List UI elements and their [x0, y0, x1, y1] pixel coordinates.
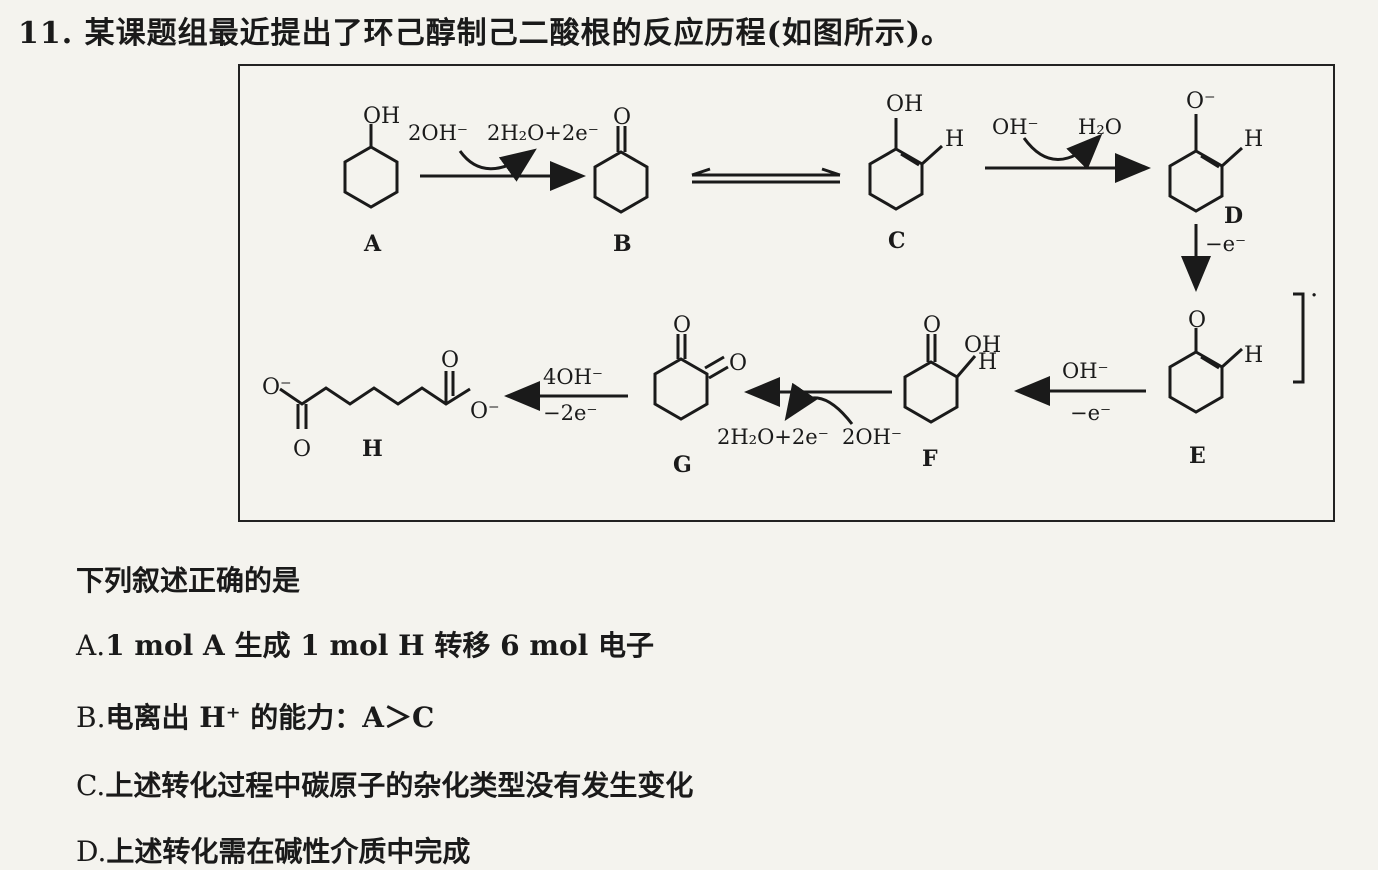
compound-f-h-label: H — [978, 350, 997, 375]
option-d-text: 上述转化需在碱性介质中完成 — [106, 835, 471, 868]
compound-f-label: F — [922, 446, 938, 472]
compound-h-structure — [279, 371, 471, 429]
compound-h-o-minus-left-label: O⁻ — [262, 375, 292, 400]
compound-b-structure — [593, 126, 649, 214]
compound-c-label: C — [888, 228, 906, 254]
compound-b-o-label: O — [613, 105, 631, 130]
radical-bracket — [1293, 292, 1305, 384]
reagent-a-to-b-in: 2OH⁻ — [408, 121, 468, 145]
equilibrium-right-barb — [821, 167, 841, 177]
compound-g-label: G — [673, 452, 692, 478]
reagent-c-to-d-in: OH⁻ — [992, 115, 1039, 139]
reagent-e-to-f-bottom: −e⁻ — [1070, 401, 1111, 425]
compound-g-structure — [653, 334, 729, 421]
reagent-g-to-h-bottom: −2e⁻ — [543, 401, 597, 425]
compound-d-label: D — [1224, 203, 1243, 229]
compound-a-structure — [343, 124, 399, 209]
option-d-letter: D. — [76, 835, 107, 868]
option-a-text: 1 mol A 生成 1 mol H 转移 6 mol 电子 — [105, 629, 655, 662]
option-a-letter: A. — [76, 629, 106, 662]
compound-f-oh-label: OH — [964, 333, 1001, 358]
compound-h-o-minus-right-label: O⁻ — [470, 399, 500, 424]
reagent-f-to-g-in: 2OH⁻ — [842, 425, 902, 449]
compound-d-h-label: H — [1244, 127, 1263, 152]
equilibrium-left-barb — [691, 167, 711, 177]
option-c[interactable]: C.上述转化过程中碳原子的杂化类型没有发生变化 — [76, 764, 693, 804]
compound-c-structure — [868, 118, 944, 211]
compound-d-structure — [1168, 114, 1244, 213]
reagent-d-to-e: −e⁻ — [1205, 232, 1246, 256]
compound-f-o-label: O — [923, 313, 941, 338]
option-a[interactable]: A.1 mol A 生成 1 mol H 转移 6 mol 电子 — [76, 624, 654, 664]
reagent-e-to-f-top: OH⁻ — [1062, 359, 1109, 383]
compound-e-o-label: O — [1188, 308, 1206, 333]
option-b-letter: B. — [76, 701, 106, 734]
compound-e-h-label: H — [1244, 343, 1263, 368]
compound-g-o1-label: O — [673, 313, 691, 338]
option-b[interactable]: B.电离出 H⁺ 的能力：A＞C — [76, 696, 434, 736]
compound-f-structure — [903, 334, 977, 424]
compound-e-label: E — [1189, 443, 1206, 469]
compound-h-o-left-label: O — [293, 437, 311, 462]
compound-a-label: A — [363, 231, 382, 257]
reagent-f-to-g-out: 2H₂O+2e⁻ — [717, 425, 829, 449]
curved-arrow-a-to-b — [458, 148, 537, 182]
compound-c-oh-label: OH — [886, 92, 923, 117]
compound-a-oh-label: OH — [363, 104, 400, 129]
reagent-a-to-b-out: 2H₂O+2e⁻ — [487, 121, 599, 145]
radical-dot: · — [1310, 281, 1318, 311]
curved-arrow-c-to-d — [1022, 133, 1103, 170]
reagent-c-to-d-out: H₂O — [1078, 115, 1122, 139]
option-c-letter: C. — [76, 769, 106, 802]
compound-e-structure — [1168, 328, 1244, 414]
curved-arrow-f-to-g — [784, 382, 854, 425]
reagent-g-to-h-top: 4OH⁻ — [543, 365, 603, 389]
question-stem: 下列叙述正确的是 — [76, 564, 301, 597]
option-b-text: 电离出 H⁺ 的能力：A＞C — [105, 701, 435, 734]
question-title: 11. 某课题组最近提出了环己醇制己二酸根的反应历程(如图所示)。 — [18, 16, 953, 51]
compound-d-o-label: O⁻ — [1186, 89, 1216, 114]
reaction-diagram: OH O OH H O⁻ H O H O OH H O O O⁻ O O O⁻ … — [262, 89, 1318, 478]
compound-b-label: B — [613, 231, 632, 257]
compound-h-label: H — [362, 436, 383, 462]
compound-h-o-right-label: O — [441, 348, 459, 373]
compound-g-o2-label: O — [729, 351, 747, 376]
compound-c-h-label: H — [945, 127, 964, 152]
option-c-text: 上述转化过程中碳原子的杂化类型没有发生变化 — [105, 769, 694, 802]
reaction-mechanism-figure: OH O OH H O⁻ H O H O OH H O O O⁻ O O O⁻ … — [238, 64, 1335, 522]
option-d[interactable]: D.上述转化需在碱性介质中完成 — [76, 830, 470, 870]
